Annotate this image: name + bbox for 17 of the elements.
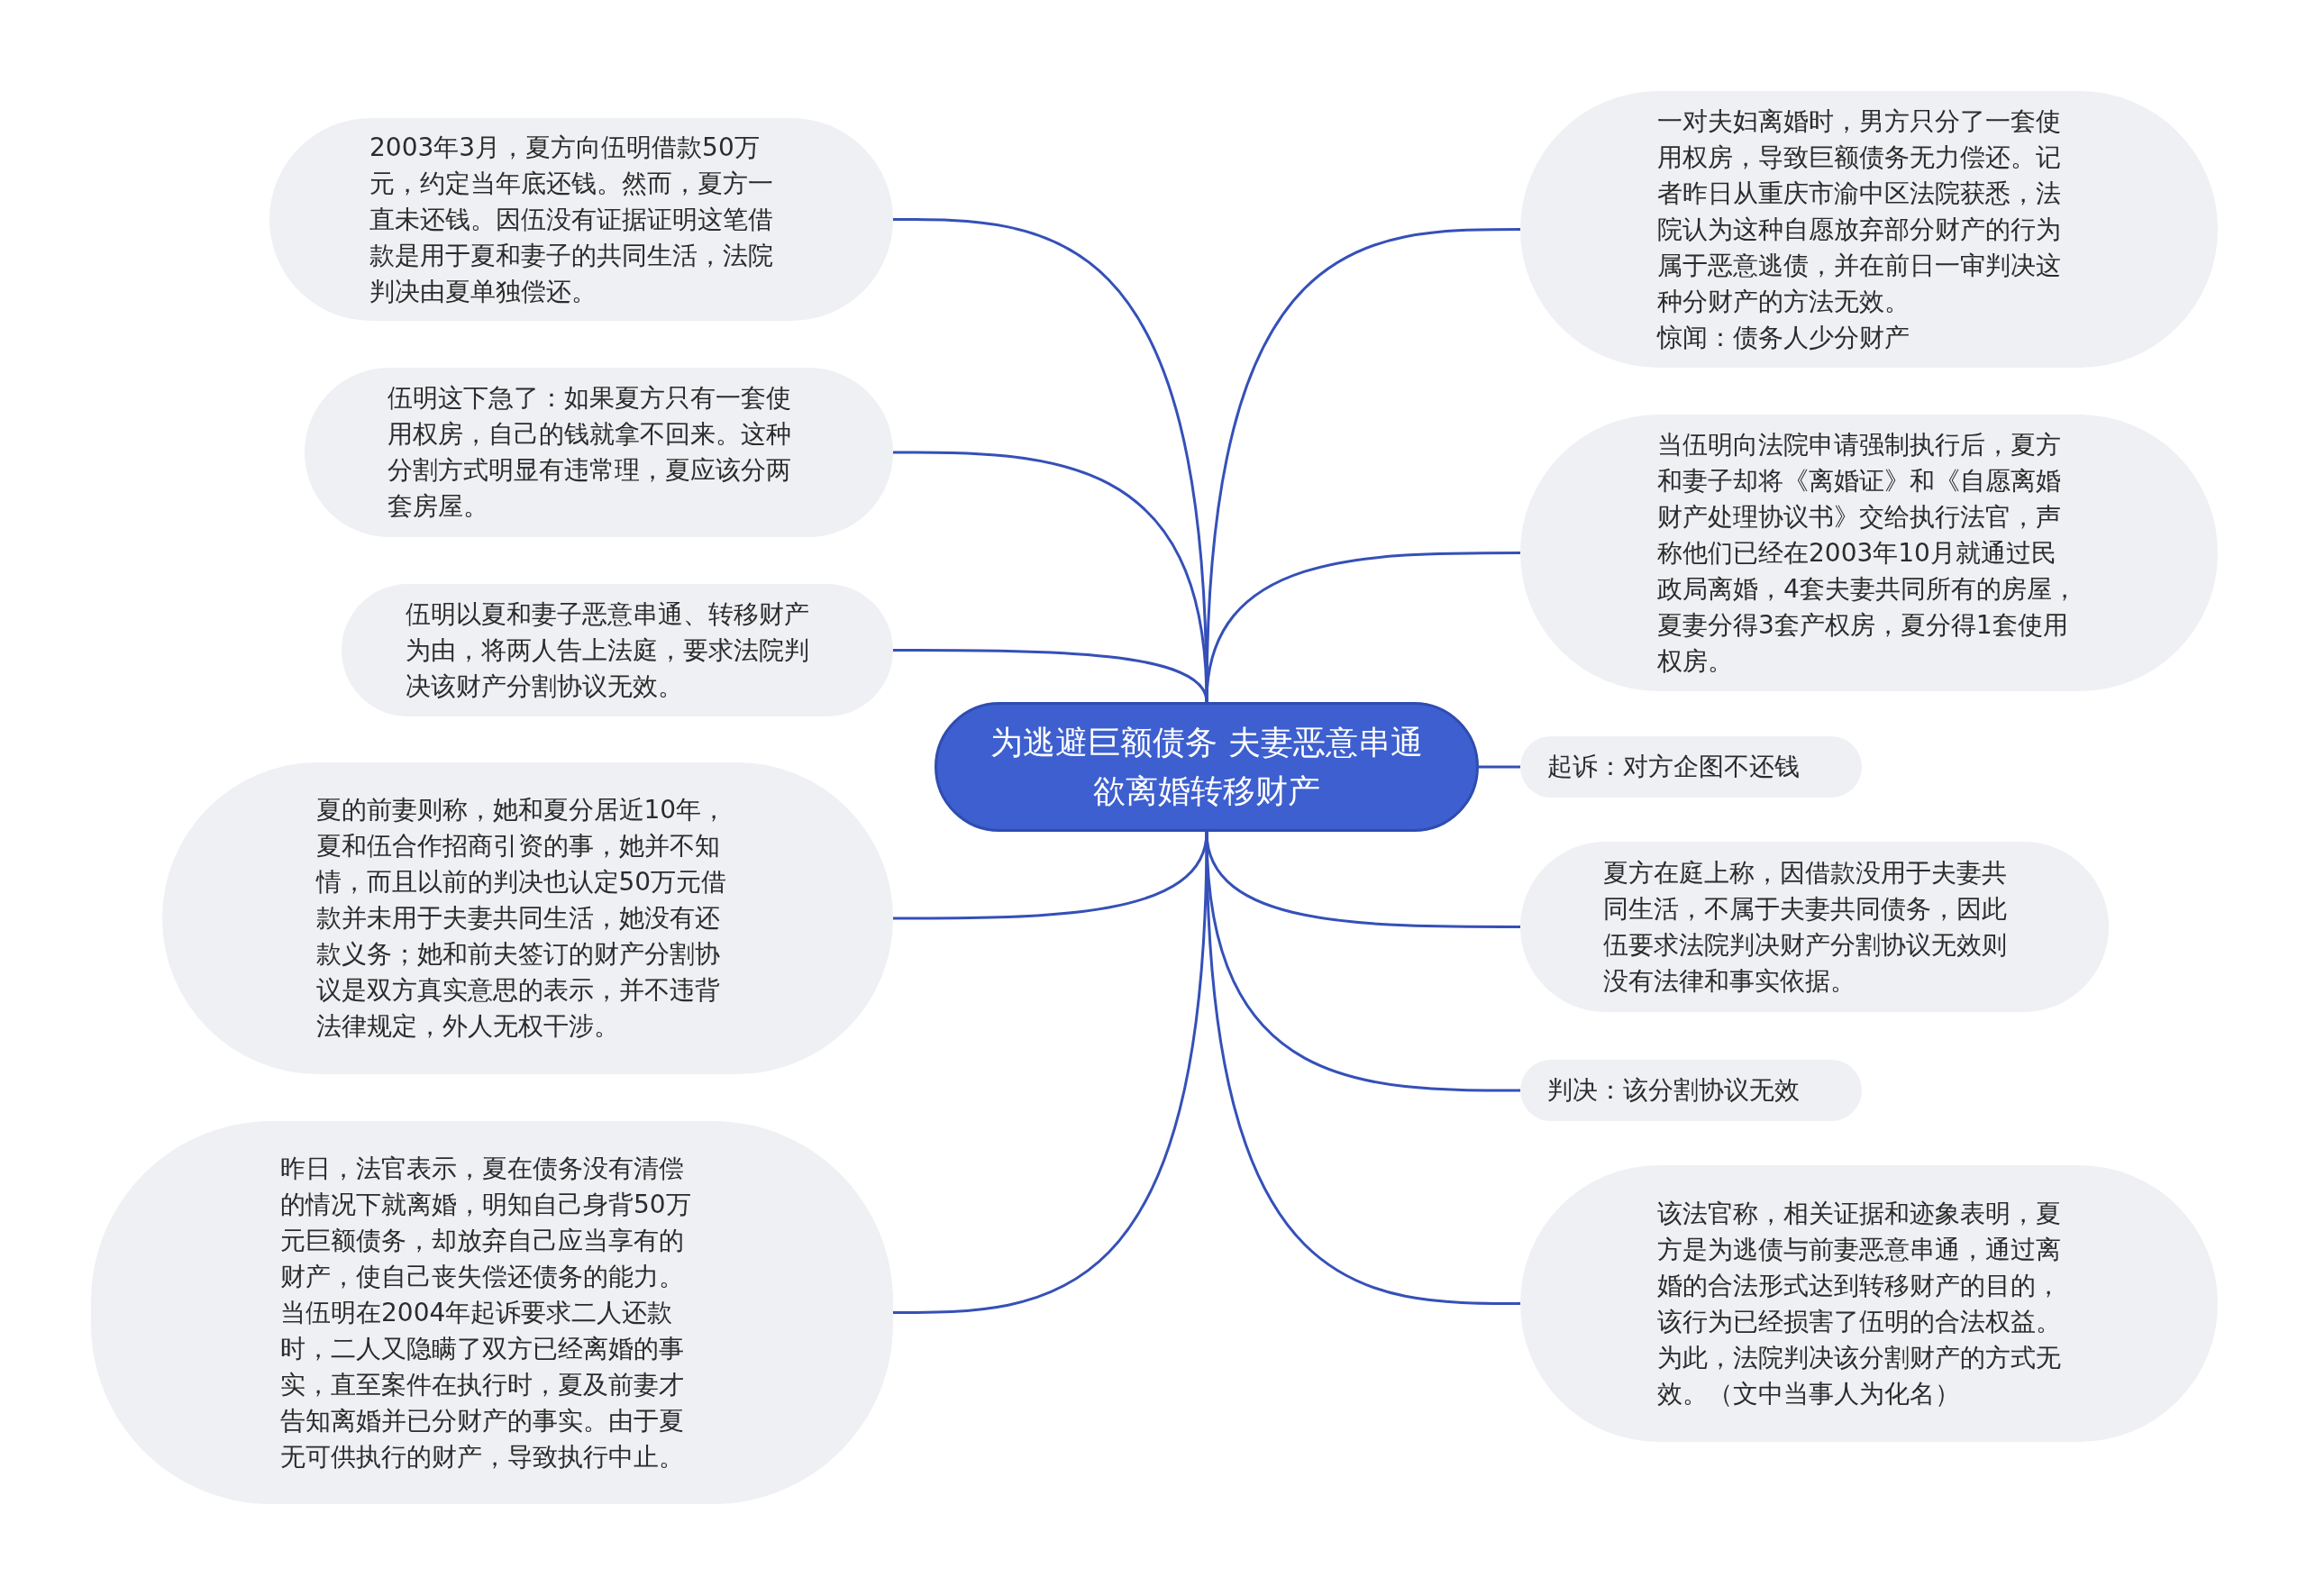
topic-text: 夏的前妻则称，她和夏分居近10年，夏和伍合作招商引资的事，她并不知情，而且以前的判决也认定50万元借款并未用于夫妻共同生活，她没有还款义务；她和前夫签订的财产分割协议是双方真实意思的表示，并不违背法律规定，外人无权干涉。 — [315, 794, 728, 1043]
connector-line — [1479, 765, 1520, 769]
topic-text: 2003年3月，夏方向伍明借款50万元，约定当年底还钱。然而，夏方一直未还钱。因伍没有证据证明这笔借款是用于夏和妻子的共同生活，法院判决由夏单独偿还。 — [369, 131, 774, 308]
connector-line — [1205, 228, 1520, 703]
topic-text: 为逃避巨额债务 夫妻恶意串通欲离婚转移财产 — [989, 723, 1424, 811]
topic-text: 伍明这下急了：如果夏方只有一套使用权房，自己的钱就拿不回来。这种分割方式明显有违常理，夏应该分两套房屋。 — [387, 382, 792, 523]
topic-text: 惊闻：债务人少分财产 — [1657, 321, 1910, 354]
connector-line — [893, 831, 1208, 1314]
topic-text: 昨日，法官表示，夏在债务没有清偿的情况下就离婚，明知自己身背50万元巨额债务，却放弃自己应当享有的财产，使自己丧失偿还债务的能力。当伍明在2004年起诉要求二人还款时，二人又隐瞒了双方已经离婚的事实，直至案件在执行时，夏及前妻才告知离婚并已分财产的事实。由于夏无可供执行的财产，导致执行中止。 — [280, 1152, 692, 1473]
topic-text: 一对夫妇离婚时，男方只分了一套使用权房，导致巨额债务无力偿还。记者昨日从重庆市渝中区法院获悉，法院认为这种自愿放弃部分财产的行为属于恶意逃债，并在前日一审判决这种分财产的方法无效。 — [1657, 105, 2062, 318]
topic-text: 夏方在庭上称，因借款没用于夫妻共同生活，不属于夫妻共同债务，因此伍要求法院判决财产分割协议无效则没有法律和事实依据。 — [1602, 856, 2008, 998]
topic-text: 起诉：对方企图不还钱 — [1546, 751, 1800, 783]
topic-text: 伍明以夏和妻子恶意串通、转移财产为由，将两人告上法庭，要求法院判决该财产分割协议无效。 — [406, 597, 810, 703]
topic-text: 判决：该分割协议无效 — [1546, 1074, 1800, 1107]
topic-text: 该法官称，相关证据和迹象表明，夏方是为逃债与前妻恶意串通，通过离婚的合法形式达到转移财产的目的，该行为已经损害了伍明的合法权益。为此，法院判决该分割财产的方式无效。（文中当事人为化名） — [1657, 1197, 2062, 1410]
topic-text: 当伍明向法院申请强制执行后，夏方和妻子却将《离婚证》和《自愿离婚财产处理协议书》交给执行法官，声称他们已经在2003年10月就通过民政局离婚，4套夫妻共同所有的房屋，夏妻分得3套产权房，夏分得1套使用权房。 — [1657, 428, 2078, 678]
connector-line — [1205, 552, 1520, 703]
